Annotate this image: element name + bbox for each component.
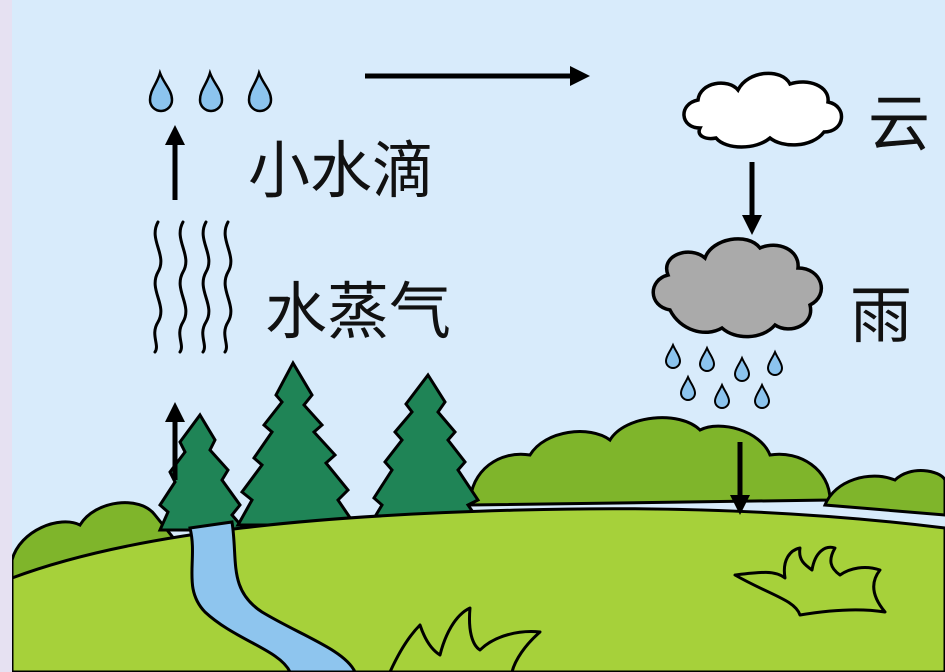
- vapor-waves-icon: [153, 220, 233, 354]
- water-droplet-icon: [247, 68, 273, 113]
- water-droplet-icon: [766, 349, 784, 376]
- water-droplet-icon: [664, 342, 682, 369]
- droplets-top: [148, 68, 273, 113]
- cloud-icon: [682, 71, 844, 149]
- frame-left-edge: [0, 0, 12, 672]
- water-droplet-icon: [198, 68, 224, 113]
- label-small-droplets: 小水滴: [248, 134, 434, 207]
- rain-droplets: [664, 342, 784, 409]
- grass-tufts: [388, 545, 887, 672]
- water-droplet-icon: [733, 355, 751, 382]
- label-cloud: 云: [868, 87, 930, 160]
- water-droplet-icon: [713, 382, 731, 409]
- label-water-vapor: 水蒸气: [265, 275, 451, 348]
- water-droplet-icon: [148, 68, 174, 113]
- flow-arrows: [165, 66, 762, 515]
- water-droplet-icon: [753, 382, 771, 409]
- water-droplet-icon: [698, 345, 716, 372]
- water-droplet-icon: [679, 374, 697, 401]
- label-rain: 雨: [850, 279, 912, 352]
- rain-cloud-icon: [651, 237, 823, 339]
